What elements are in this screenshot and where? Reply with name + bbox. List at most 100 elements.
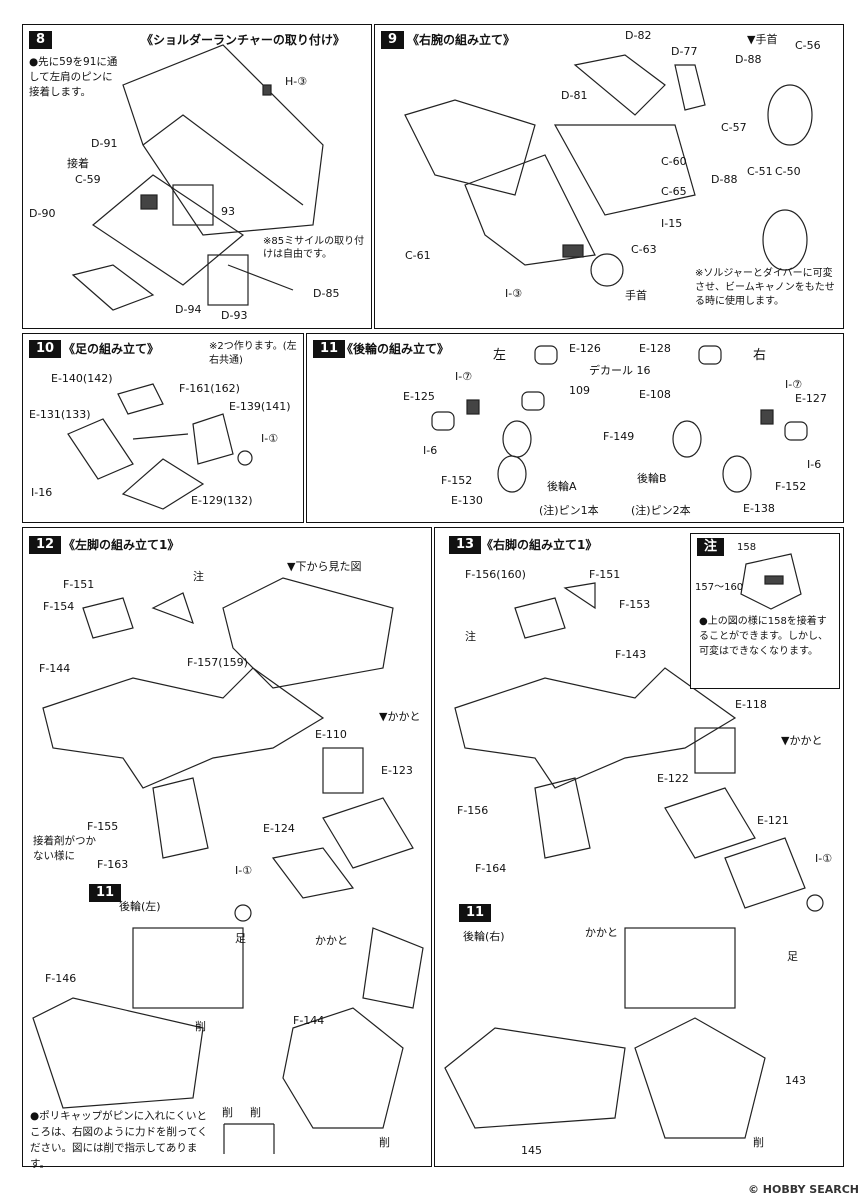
step-aside: ※2つ作ります。(左右共通) [209,341,297,366]
heel-label: かかと [315,934,348,947]
foot-label: 足 [235,932,246,945]
caution-drawing [740,553,802,610]
part-label: E-126 [569,342,601,355]
foot-label: 足 [787,950,798,963]
part-label: F-143 [615,648,647,661]
part-label: F-151 [589,568,621,581]
part-label: I-① [261,432,279,445]
substep-label: 後輪(左) [119,900,161,913]
part-label: E-131(133) [29,408,91,421]
part-label: F-161(162) [179,382,240,395]
part-label: 93 [221,205,235,218]
part-label: I-6 [423,444,438,457]
part-label: (注)ピン1本 [539,504,599,517]
part-label: D-77 [671,45,698,58]
wheel-drawing [431,345,808,493]
caution-note: ●上の図の様に158を接着することができます。しかし、可変はできなくなります。 [699,616,828,657]
part-label: (注)ピン2本 [631,504,691,517]
part-label: D-88 [735,53,762,66]
part-label: F-155 [87,820,119,833]
part-label: 削 [379,1136,390,1149]
step-title: 《足の組み立て》 [63,342,160,356]
part-label: D-94 [175,303,202,316]
part-label: D-82 [625,29,652,42]
watermark: © HOBBY SEARCH [747,1183,859,1196]
part-label: 接着 [67,157,89,170]
polycap-footnote: ●ポリキャップがピンに入れにくいところは、右図のように力ドを削ってください。図に… [30,1110,208,1170]
part-label: E-139(141) [229,400,291,413]
part-label: C-65 [661,185,687,198]
foot-drawing [67,383,253,510]
step-12-panel: 12 《左脚の組み立て1》 ▼下から見た図 ▼かかと 注 F-151 F-154… [22,527,432,1167]
part-label: E-110 [315,728,347,741]
part-label: D-85 [313,287,340,300]
step-aside: ※85ミサイルの取り付けは自由です。 [263,236,365,260]
part-label: E-128 [639,342,671,355]
part-label: E-123 [381,764,413,777]
step-note: ●先に59を91に通して左肩のピンに接着します。 [29,56,118,98]
step-title: 《右腕の組み立て》 [407,33,516,47]
right-leg-drawing [444,582,824,1139]
footnote-drawing [223,1123,275,1154]
launcher-drawing [71,44,324,311]
part-label: 後輪B [637,472,667,485]
part-label: E-130 [451,494,483,507]
substep-number: 11 [89,884,122,902]
left-leg-drawing [32,577,424,1129]
heel-label: かかと [585,926,618,939]
part-label: C-59 [75,173,101,186]
part-label: I-6 [807,458,822,471]
shave-mark: 削 [222,1106,233,1119]
part-label: I-⑦ [785,378,803,391]
part-label: D-81 [561,89,588,102]
note-marker: 注 [193,570,204,583]
part-label: F-152 [441,474,473,487]
hand-title: ▼手首 [747,33,778,46]
shave-mark: 削 [250,1106,261,1119]
part-label: 後輪A [547,480,577,493]
step-title: 《ショルダーランチャーの取り付け》 [141,33,345,47]
step-title: 《右脚の組み立て1》 [481,538,598,552]
part-label: F-153 [619,598,651,611]
part-label: F-144 [39,662,71,675]
part-label: 手首 [625,289,647,302]
step-title: 《後輪の組み立て》 [341,342,450,356]
right-marker: 右 [753,348,767,363]
step-aside: ※ソルジャーとダイバーに可変させ、ビームキャノンをもたせる時に使用します。 [695,268,835,307]
arm-drawing [404,54,813,287]
part-label: D-90 [29,207,56,220]
part-label: 143 [785,1074,806,1087]
part-label: I-15 [661,217,683,230]
part-label: I-① [815,852,833,865]
part-label: I-① [235,864,253,877]
part-label: E-125 [403,390,435,403]
part-label: E-127 [795,392,827,405]
part-label: D-91 [91,137,118,150]
part-label: 109 [569,384,590,397]
part-label: C-56 [795,39,821,52]
part-label: I-③ [505,287,523,300]
part-label: F-156(160) [465,568,526,581]
part-label: E-121 [757,814,789,827]
part-label: E-122 [657,772,689,785]
part-label: F-154 [43,600,75,613]
heel-title: ▼かかと [379,710,421,723]
caution-badge: 注 [697,538,725,556]
part-label: F-144 [293,1014,325,1027]
part-label: F-157(159) [187,656,248,669]
step-title: 《左脚の組み立て1》 [63,538,180,552]
part-label: F-146 [45,972,77,985]
part-label: 158 [737,542,757,553]
part-label: E-118 [735,698,767,711]
part-label: F-152 [775,480,807,493]
step-number: 13 [449,536,482,554]
step-number: 9 [381,31,405,49]
part-label: I-⑦ [455,370,473,383]
caution-box: 注 158 157〜160 ●上の図の様に158を接着することができます。しかし… [690,533,840,689]
part-label: C-50 [775,165,801,178]
part-label: E-140(142) [51,372,113,385]
step-10-panel: 10 《足の組み立て》 ※2つ作ります。(左右共通) E-140(142) F-… [22,333,304,523]
part-label: F-156 [457,804,489,817]
part-label: 削 [195,1020,206,1033]
substep-label: 後輪(右) [463,930,505,943]
